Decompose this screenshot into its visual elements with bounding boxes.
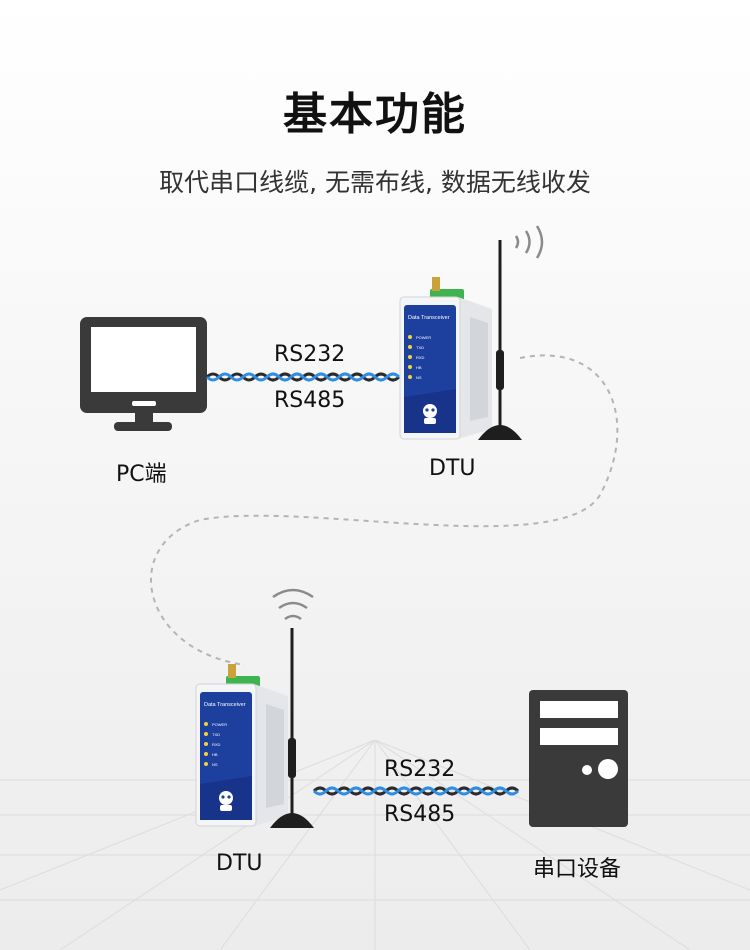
pc-monitor-icon (80, 317, 207, 431)
dtu-top-label: DTU (429, 456, 476, 481)
cable-top (205, 372, 401, 382)
dtu-bottom-label: DTU (216, 851, 263, 876)
pc-label: PC端 (116, 462, 167, 487)
page-subtitle: 取代串口线缆, 无需布线, 数据无线收发 (159, 168, 591, 197)
link-bottom-upper-label: RS232 (384, 757, 456, 782)
link-bottom-lower-label: RS485 (384, 802, 456, 827)
dtu-device-top (399, 276, 493, 440)
cable-bottom (312, 786, 520, 796)
signal-waves-top-icon (514, 225, 544, 259)
serial-device-icon (529, 690, 628, 827)
serial-device-label: 串口设备 (533, 857, 622, 882)
link-top-upper-label: RS232 (274, 342, 346, 367)
page-title: 基本功能 (283, 89, 467, 140)
dtu-device-bottom (195, 663, 289, 827)
signal-waves-bottom-icon (272, 588, 314, 621)
link-top-lower-label: RS485 (274, 388, 346, 413)
wireless-link-dashed (150, 354, 619, 666)
